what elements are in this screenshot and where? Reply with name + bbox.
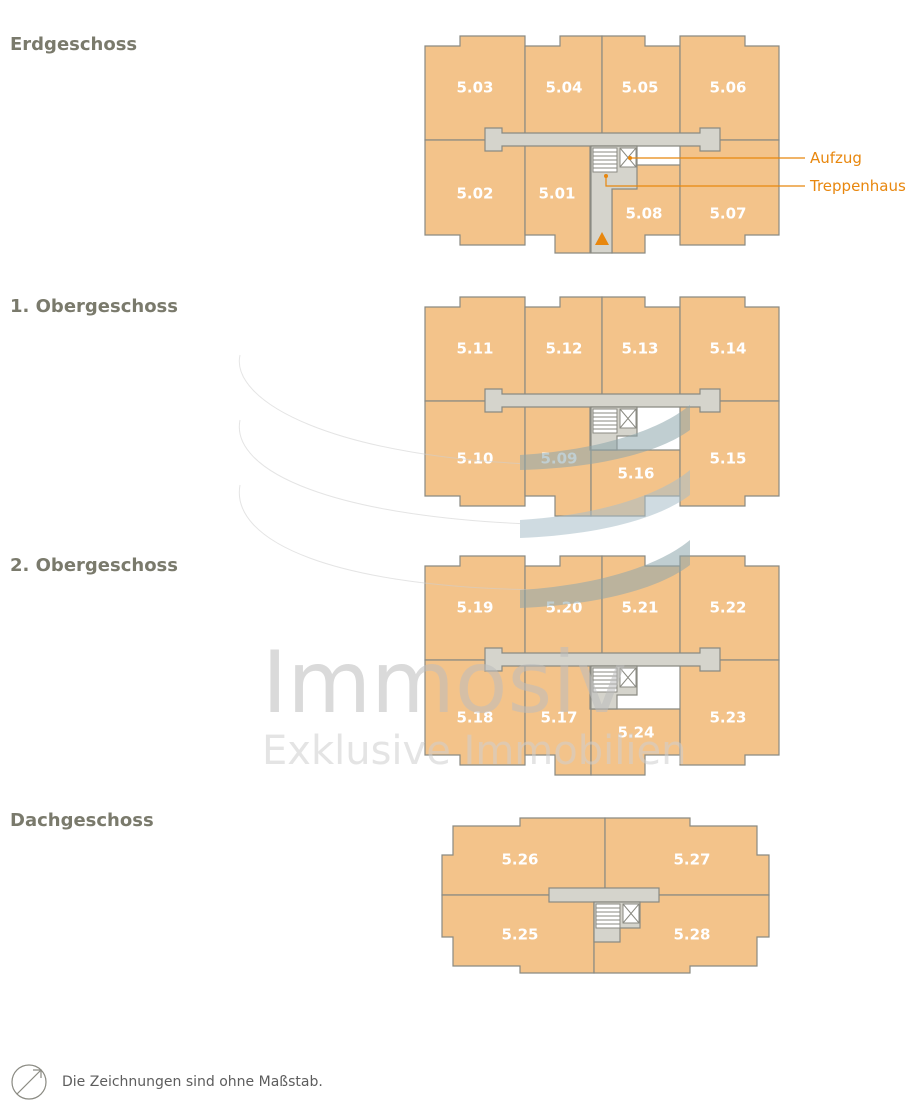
unit-label: 5.04 [545,79,582,97]
unit-label: 5.13 [621,340,658,358]
staircase-icon [592,147,618,173]
unit-label: 5.02 [456,185,493,203]
elevator-icon [619,408,637,429]
unit-label: 5.11 [456,340,493,358]
unit-label: 5.18 [456,709,493,727]
watermark-tagline: Exklusive Immobilien [262,728,686,774]
unit-5.07[interactable] [679,139,780,246]
floorplan-dg: 5.26 5.27 5.25 5.28 [441,817,770,974]
unit-label: 5.16 [617,465,654,483]
unit-label: 5.15 [709,450,746,468]
unit-label: 5.06 [709,79,746,97]
unit-label: 5.01 [538,185,575,203]
unit-label: 5.27 [673,851,710,869]
corridor [484,388,721,413]
floorplan-og1: 5.11 5.12 5.13 5.14 5.10 5.09 5.16 5.15 [424,296,780,517]
watermark: Immosiv Exklusive Immobilien [238,354,690,774]
unit-label: 5.24 [617,724,654,742]
unit-5.23[interactable] [679,659,780,766]
elevator-icon [619,147,637,168]
callout-treppenhaus: Treppenhaus [809,177,906,195]
unit-label: 5.25 [501,926,538,944]
unit-label: 5.19 [456,599,493,617]
watermark-brand: Immosiv [262,633,627,733]
unit-5.15[interactable] [679,400,780,507]
elevator-icon [619,667,637,688]
compass-no-scale-icon [11,1064,47,1100]
treppenhaus-leader-line [605,176,805,187]
unit-label: 5.17 [540,709,577,727]
floor-title-og1: 1. Obergeschoss [10,296,178,317]
unit-label: 5.14 [709,340,746,358]
unit-label: 5.08 [625,205,662,223]
unit-label: 5.05 [621,79,658,97]
floor-title-dg: Dachgeschoss [10,810,154,831]
unit-label: 5.26 [501,851,538,869]
unit-label: 5.28 [673,926,710,944]
elevator-icon [622,903,640,924]
unit-label: 5.07 [709,205,746,223]
corridor [548,887,660,903]
staircase-icon [592,667,618,693]
floor-title-og2: 2. Obergeschoss [10,555,178,576]
staircase-icon [595,903,621,929]
unit-label: 5.23 [709,709,746,727]
unit-label: 5.10 [456,450,493,468]
entrance-arrow-icon [595,232,609,245]
unit-label: 5.03 [456,79,493,97]
unit-label: 5.21 [621,599,658,617]
unit-label: 5.12 [545,340,582,358]
scale-note: Die Zeichnungen sind ohne Maßstab. [62,1074,323,1090]
floorplan-og2: 5.19 5.20 5.21 5.22 5.18 5.17 5.24 5.23 [424,555,780,776]
staircase-icon [592,408,618,434]
floor-title-erdgeschoss: Erdgeschoss [10,34,138,55]
corridor [484,127,721,152]
floorplan-erdgeschoss: 5.03 5.04 5.05 5.06 5.02 5.01 5.08 5.07 … [424,35,906,254]
unit-label: 5.22 [709,599,746,617]
callout-aufzug: Aufzug [810,149,862,167]
corridor [484,647,721,672]
stair-core [590,145,638,254]
